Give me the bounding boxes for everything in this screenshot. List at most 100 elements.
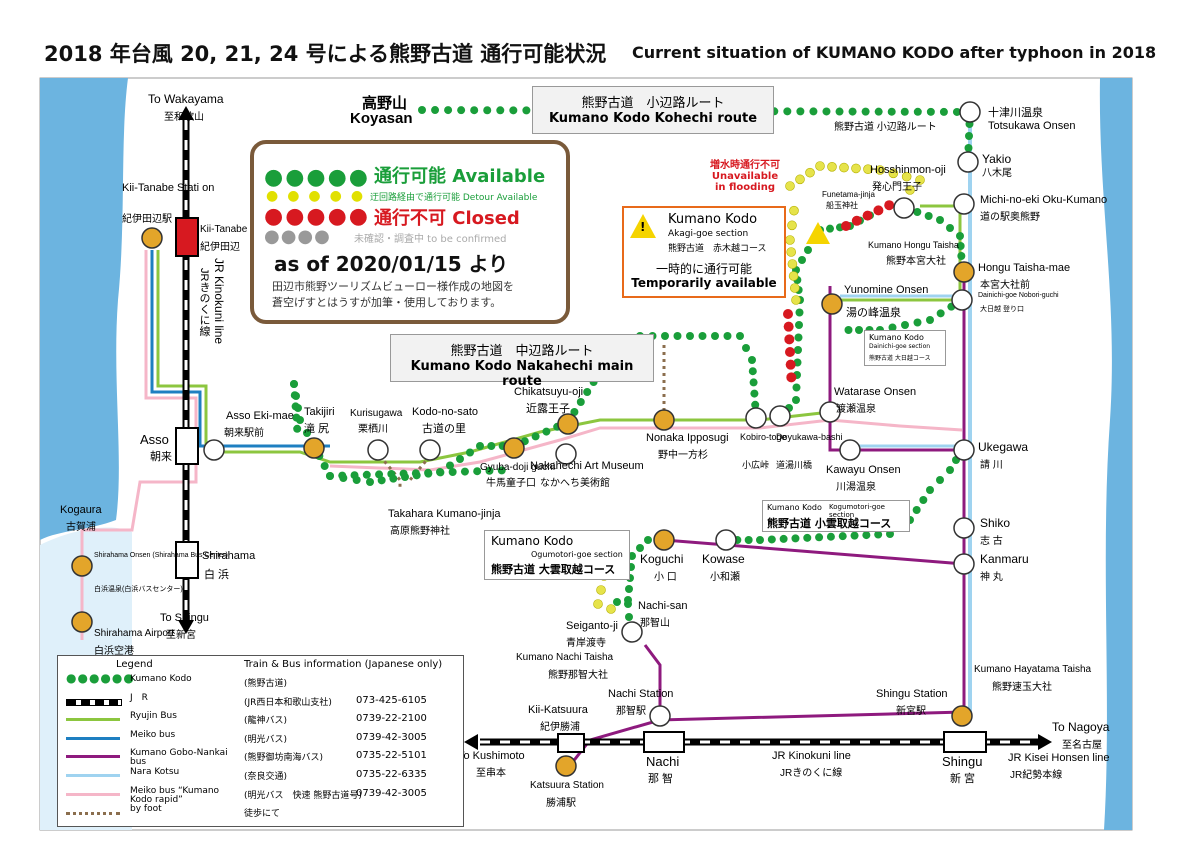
kodo-dot-ogumotori [613, 598, 621, 606]
page-title-jp: 2018 年台風 20, 21, 24 号による熊野古道 通行可能状況 [44, 42, 607, 66]
kodo-dot-kogumotori [919, 496, 928, 504]
legend: Legend Train & Bus information (Japanese… [57, 655, 464, 827]
legend-jp: (明光バス 快速 熊野古道号) [244, 790, 362, 801]
legend-header: Legend [116, 659, 153, 670]
kodo-dot-kogumotori [886, 530, 894, 538]
kodo-dot-dainichi [913, 318, 922, 327]
kodo-dot-nakahechi-low [473, 467, 482, 476]
place-label-jr-kinokuni2-en: JR Kinokuni line [772, 750, 851, 762]
closed-dots: ●●●●● [264, 204, 370, 229]
kodo-dot-kohechi [457, 106, 466, 115]
kodo-dot-nakahechi [749, 378, 758, 387]
place-label-hongu-mae-jp: 本宮大社前 [980, 280, 1030, 291]
kodo-dot-nakahechi [698, 332, 707, 340]
place-label-doyukawa-jp: 道湯川橋 [776, 460, 813, 470]
kodo-dot-dainichi [855, 326, 863, 334]
place-label-shirahama-onsen-en: Shirahama Onsen (Shirahama Bus Center) [94, 552, 228, 559]
kodo-dot-nakahechi [686, 332, 694, 340]
kodo-dot-nakahechi-low [448, 468, 457, 476]
kodo-dot-nakahechi [751, 400, 760, 409]
place-label-chikatsuyu-jp: 近露王子 [526, 403, 570, 415]
place-label-nonaka-en: Nonaka Ipposugi [646, 432, 729, 444]
kodo-dot-dainichi [926, 316, 934, 324]
stop-yunomine [821, 293, 843, 315]
kodo-dot-kogumotori [850, 531, 859, 540]
kodo-dot-kohechi [913, 107, 922, 116]
kodo-dot-takijiri [293, 424, 302, 433]
stop-koguchi [653, 529, 675, 551]
stop-katsuura-station [555, 755, 577, 777]
kodo-dot-akagi-green [798, 256, 806, 264]
kodo-dot-akagi-red [783, 309, 793, 319]
place-label-shirahama-airport-jp: 白浜空港 [94, 646, 134, 657]
place-label-shirahama-en: Shirahama [202, 550, 256, 562]
stop-kobiro [745, 407, 767, 429]
kodo-dot-nakahechi-low [387, 470, 396, 478]
kodo-dot-kohechi [926, 107, 935, 116]
kodo-dot-detour-top [875, 165, 885, 175]
legend-row: Nara Kotsu(奈良交通)0735-22-6335 [58, 767, 463, 785]
place-label-hongu-taisha-en: Kumano Hongu Taisha [868, 240, 959, 250]
kodo-dot-nakahechi-low [411, 469, 420, 478]
kodo-dot-ogumotori [644, 536, 652, 544]
place-label-hongu-mae-en: Hongu Taisha-mae [978, 262, 1071, 274]
legend-header-info: Train & Bus information (Japanese only) [244, 659, 443, 670]
place-label-watarase-jp: 渡瀬温泉 [836, 404, 876, 415]
kohechi-route-en: Kumano Kodo Kohechi route [548, 111, 758, 126]
place-label-totsukawa-en: Totsukawa Onsen [988, 120, 1076, 132]
kodo-dot-detour-akagi [787, 220, 797, 231]
nakahechi-route-box: 熊野古道 中辺路ルート Kumano Kodo Nakahechi main r… [390, 334, 654, 389]
legend-label: Meiko bus “Kumano Kodo rapid” [130, 785, 220, 805]
akagi-goe-box: ! Kumano Kodo Akagi-goe section 熊野古道 赤木越… [622, 206, 786, 298]
kodo-dot-kohechi [431, 106, 440, 115]
legend-tel: 0735-22-5101 [356, 750, 427, 762]
kodo-dot-akagi-red [785, 359, 796, 370]
kodo-dot-kogumotori [912, 506, 921, 514]
kodo-dot-detour-top [785, 181, 795, 191]
kodo-dot-nakahechi-low [436, 468, 445, 477]
status-box: ●●●●● 通行可能 Available ●●●●● 迂回路経由で通行可能 De… [250, 140, 570, 324]
stop-dainichi-noboriguchi [951, 289, 973, 311]
place-label-takahara-en: Takahara Kumano-jinja [388, 508, 501, 520]
place-label-to-nagoya-en: To Nagoya [1052, 720, 1110, 734]
kodo-dot-hosshinmon [924, 212, 933, 220]
legend-tel: 0739-42-3005 [356, 731, 427, 743]
place-label-nachi-jp: 那 智 [648, 773, 674, 785]
place-label-to-shingu-jp: 至新宮 [166, 630, 196, 641]
kodo-dot-kogumotori [779, 534, 788, 543]
kodo-dot-nakahechi [750, 389, 759, 398]
kodo-dot-kohechi [848, 107, 857, 116]
place-label-kawayu-en: Kawayu Onsen [826, 464, 901, 476]
kodo-dot-kohechi [952, 107, 961, 116]
place-label-shiko-jp: 志 古 [980, 536, 1003, 547]
kodo-dot-nakahechi [673, 332, 682, 340]
legend-row: ●●●●●●Kumano Kodo(熊野古道) [58, 671, 463, 692]
place-label-kii-katsuura-jp: 紀伊勝浦 [540, 722, 580, 733]
kohechi-route-jp: 熊野古道 小辺路ルート [581, 96, 725, 111]
sea-east [1099, 78, 1132, 830]
legend-jr-line [66, 698, 122, 706]
legend-jp: (明光バス) [244, 734, 288, 745]
kodo-dot-nakahechi-low [485, 466, 494, 475]
kodo-dot-detour-top [915, 175, 925, 185]
place-label-jr-kinokuni2-jp: JRきのくに線 [780, 768, 843, 779]
kodo-dot-nakahechi [661, 332, 669, 340]
stop-nonaka [653, 409, 675, 431]
detour-label: 迂回路経由で通行可能 Detour Available [370, 193, 538, 203]
kodo-dot-akagi-green [795, 321, 803, 329]
akagi-temp-en: Temporarily available [631, 276, 777, 290]
note-line-1: 田辺市熊野ツーリズムビューロー様作成の地図を [272, 280, 514, 293]
place-label-doyukawa-en: Doyukawa-bashi [776, 432, 843, 442]
kodo-dot-funetama-red [862, 210, 873, 221]
kodo-dot-ogumotori-detour [593, 599, 603, 609]
place-label-jr-kisei-en: JR Kisei Honsen line [1008, 752, 1110, 764]
kodo-dot-detour-top [888, 168, 899, 179]
akagi-title: Kumano Kodo [668, 212, 758, 227]
legend-row: Meiko bus “Kumano Kodo rapid” (明光バス 快速 熊野… [58, 786, 463, 804]
legend-bus-line [66, 774, 120, 777]
place-label-totsukawa-jp: 十津川温泉 [988, 107, 1043, 119]
kodo-dot-kogumotori [826, 532, 835, 541]
place-label-ukegawa-en: Ukegawa [978, 440, 1029, 454]
place-label-kowase-en: Kowase [702, 552, 745, 566]
kodo-dot-nakahechi-low [338, 471, 347, 480]
